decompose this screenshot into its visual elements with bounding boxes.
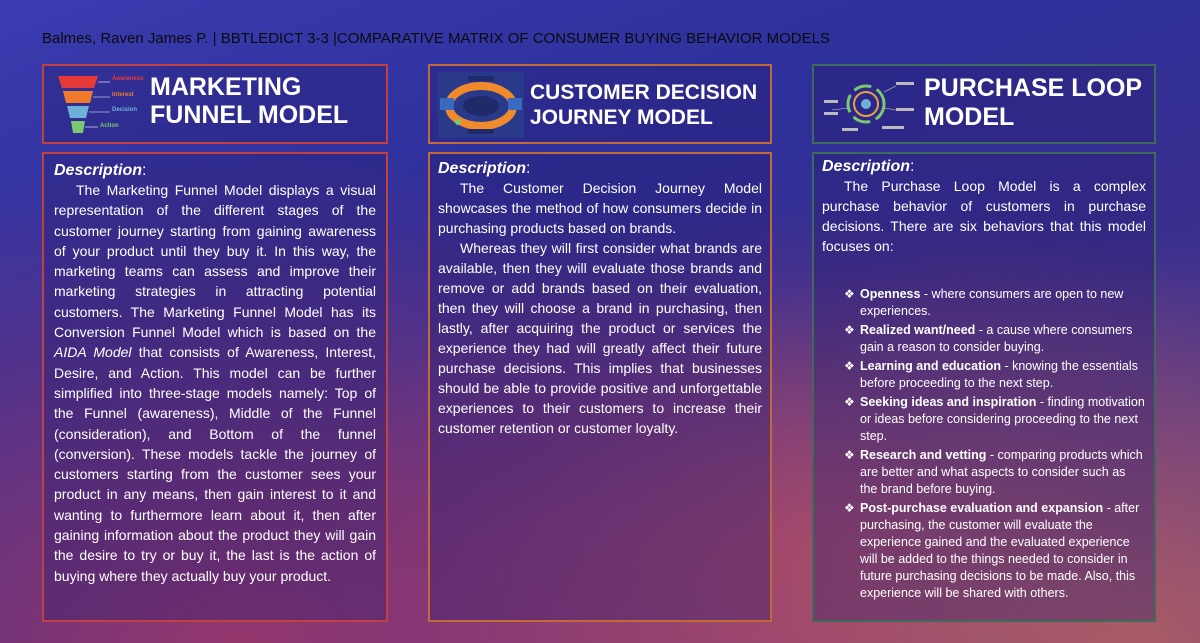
list-item: ❖Post-purchase evaluation and expansion … bbox=[844, 501, 1140, 600]
list-item: ❖Research and vetting - comparing produc… bbox=[844, 448, 1143, 496]
funnel-description-text: The Marketing Funnel Model displays a vi… bbox=[54, 182, 376, 584]
header-separator: | bbox=[208, 30, 221, 47]
funnel-stage-awareness: Awareness bbox=[112, 76, 144, 82]
author-name: Balmes, Raven James P. bbox=[42, 30, 209, 47]
funnel-diagram-icon: Awareness Interest Decision Action bbox=[54, 72, 144, 138]
loop-title: PURCHASE LOOP MODEL bbox=[924, 74, 1143, 131]
funnel-stage-decision: Decision bbox=[112, 107, 138, 113]
header-separator: | bbox=[328, 30, 337, 47]
journey-loop-icon bbox=[438, 72, 524, 138]
loop-title-card: PURCHASE LOOP MODEL bbox=[812, 64, 1156, 144]
diamond-bullet-icon: ❖ bbox=[844, 395, 855, 409]
description-label: Description: bbox=[54, 162, 147, 179]
diamond-bullet-icon: ❖ bbox=[844, 359, 855, 373]
funnel-stage-action: Action bbox=[100, 123, 119, 129]
list-item: ❖Openness - where consumers are open to … bbox=[844, 287, 1124, 318]
funnel-description-card: Description: The Marketing Funnel Model … bbox=[42, 152, 388, 622]
page-subject: COMPARATIVE MATRIX OF CONSUMER BUYING BE… bbox=[336, 30, 830, 47]
list-item: ❖Realized want/need - a cause where cons… bbox=[844, 323, 1133, 354]
funnel-title-card: Awareness Interest Decision Action MARKE… bbox=[42, 64, 388, 144]
purchase-loop-icon bbox=[822, 72, 918, 138]
description-label: Description: bbox=[438, 160, 531, 177]
page-header: Balmes, Raven James P. | BBTLEDICT 3-3 |… bbox=[42, 30, 830, 47]
diamond-bullet-icon: ❖ bbox=[844, 448, 855, 462]
list-item: ❖Seeking ideas and inspiration - finding… bbox=[844, 395, 1145, 443]
journey-title-card: CUSTOMER DECISION JOURNEY MODEL bbox=[428, 64, 772, 144]
diamond-bullet-icon: ❖ bbox=[844, 287, 855, 301]
journey-description-text-1: The Customer Decision Journey Model show… bbox=[438, 180, 762, 236]
behavior-list: ❖Openness - where consumers are open to … bbox=[822, 286, 1146, 602]
journey-title: CUSTOMER DECISION JOURNEY MODEL bbox=[530, 81, 758, 130]
diamond-bullet-icon: ❖ bbox=[844, 501, 855, 515]
funnel-title: MARKETING FUNNEL MODEL bbox=[150, 73, 349, 129]
loop-intro-text: The Purchase Loop Model is a complex pur… bbox=[822, 178, 1146, 254]
journey-description-text-2: Whereas they will first consider what br… bbox=[438, 240, 762, 436]
description-label: Description: bbox=[822, 158, 915, 175]
diamond-bullet-icon: ❖ bbox=[844, 323, 855, 337]
list-item: ❖Learning and education - knowing the es… bbox=[844, 359, 1138, 390]
loop-description-card: Description: The Purchase Loop Model is … bbox=[812, 152, 1156, 622]
course-code: BBTLEDICT 3-3 bbox=[220, 30, 329, 47]
funnel-stage-interest: Interest bbox=[112, 92, 134, 98]
journey-description-card: Description: The Customer Decision Journ… bbox=[428, 152, 772, 622]
